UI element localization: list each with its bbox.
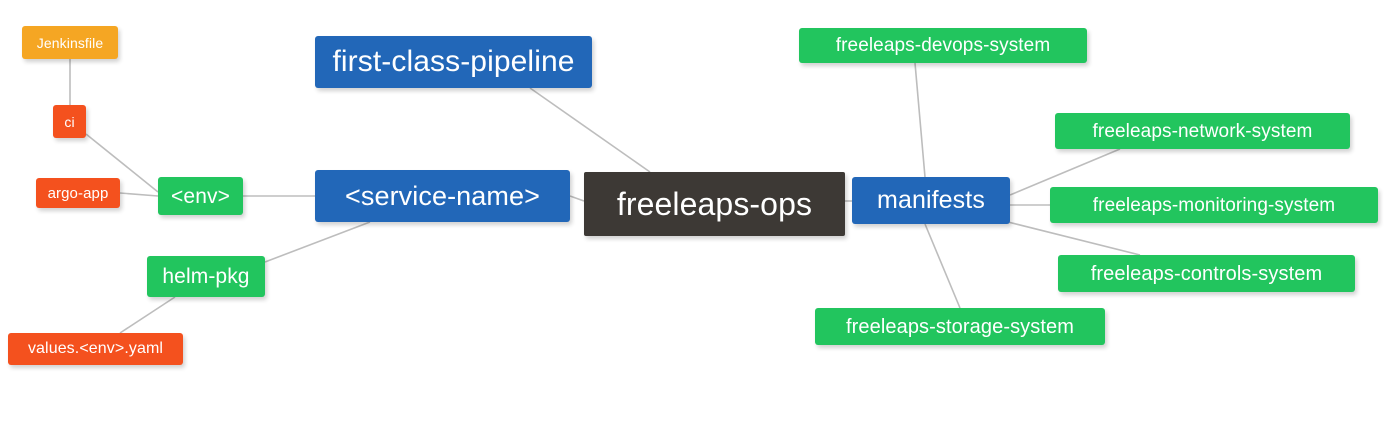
mindmap-node-first-class-pipeline[interactable]: first-class-pipeline <box>315 36 592 88</box>
mindmap-node-jenkinsfile[interactable]: Jenkinsfile <box>22 26 118 59</box>
mindmap-node-freeleaps-network-system[interactable]: freeleaps-network-system <box>1055 113 1350 149</box>
mindmap-node-freeleaps-monitoring-system[interactable]: freeleaps-monitoring-system <box>1050 187 1378 223</box>
mindmap-node-values-yaml[interactable]: values.<env>.yaml <box>8 333 183 365</box>
edge-manifests-to-freeleaps-devops-system <box>914 62 926 178</box>
mindmap-node-freeleaps-storage-system[interactable]: freeleaps-storage-system <box>815 308 1105 345</box>
edge-manifests-to-freeleaps-storage-system <box>924 223 961 309</box>
mindmap-node-service-name[interactable]: <service-name> <box>315 170 570 222</box>
edge-helm-pkg-to-values-yaml <box>119 296 176 334</box>
mindmap-node-helm-pkg[interactable]: helm-pkg <box>147 256 265 297</box>
edge-service-name-to-helm-pkg <box>264 221 371 263</box>
mindmap-node-env[interactable]: <env> <box>158 177 243 215</box>
mindmap-node-freeleaps-controls-system[interactable]: freeleaps-controls-system <box>1058 255 1355 292</box>
mindmap-node-manifests[interactable]: manifests <box>852 177 1010 224</box>
edge-manifests-to-freeleaps-controls-system <box>1007 221 1141 256</box>
mindmap-node-freeleaps-ops[interactable]: freeleaps-ops <box>584 172 845 236</box>
edge-service-name-to-freeleaps-ops <box>569 195 585 202</box>
mindmap-node-ci[interactable]: ci <box>53 105 86 138</box>
edge-argo-app-to-env <box>119 192 159 197</box>
mindmap-node-argo-app[interactable]: argo-app <box>36 178 120 208</box>
edge-first-class-pipeline-to-freeleaps-ops <box>529 87 651 173</box>
mindmap-node-freeleaps-devops-system[interactable]: freeleaps-devops-system <box>799 28 1087 63</box>
